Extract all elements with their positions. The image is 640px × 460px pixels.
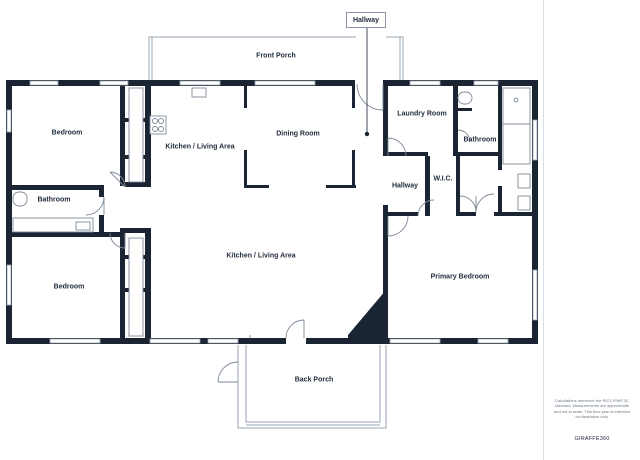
interior-walls [12,86,532,340]
fixtures [12,87,531,338]
shelf-right [517,173,531,189]
bedroom-bottom-label: Bedroom [53,283,85,291]
disclaimer-text: Calculations reference the RICS IPMS 3C … [554,398,630,420]
cooktop [149,115,167,135]
closet-left [128,237,144,337]
laundry-room-label: Laundry Room [397,110,447,118]
kitchen-counter [128,87,144,183]
kitchen-living-top-label: Kitchen / Living Area [165,143,235,151]
hallway-callout: Hallway [346,12,386,28]
bathroom-right-label: Bathroom [463,136,497,144]
hallway-pointer [364,26,370,137]
dining-room-label: Dining Room [276,130,320,138]
shower-right [502,87,531,125]
side-panel [543,0,640,460]
vanity-right [502,123,531,165]
bath-sink-left [75,221,91,231]
bedroom-top-label: Bedroom [51,129,83,137]
bathroom-left-label: Bathroom [37,196,71,204]
back-porch-label: Back Porch [294,376,334,384]
wic-label: W.I.C. [433,175,453,183]
kitchen-living-center-label: Kitchen / Living Area [226,252,296,260]
bathtub-left [12,217,94,233]
back-porch-outline [237,345,387,429]
doors [85,83,495,383]
toilet-right [457,91,473,105]
front-porch-outline [148,36,404,82]
kitchen-sink [191,87,207,98]
windows [6,80,538,344]
front-porch-label: Front Porch [256,52,296,60]
hallway-right-label: Hallway [391,182,419,190]
toilet-left [12,191,28,207]
brand-logo: GIRAFFE360 [574,436,610,442]
primary-bedroom-label: Primary Bedroom [430,273,490,281]
